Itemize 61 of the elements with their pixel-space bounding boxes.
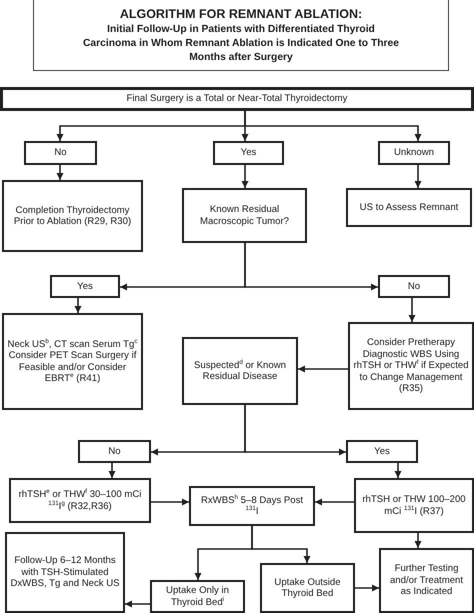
process-box xyxy=(346,440,418,463)
arrow xyxy=(414,165,422,188)
arrow xyxy=(242,165,248,188)
process-box xyxy=(182,188,307,243)
process-box xyxy=(78,440,151,463)
process-box xyxy=(260,563,355,613)
box-text: Further Testing and/or Treatment as Indicated xyxy=(388,563,464,598)
box-text: rhTSH or THW 100–200 mCi $^{131}$I (R37) xyxy=(361,494,467,517)
box-text: Consider Pretherapy Diagnostic WBS Using rhTSH or THW$^{f}$ if Expected to Change Management (R35) xyxy=(353,337,469,395)
process-box xyxy=(378,141,450,165)
box-text: Yes xyxy=(374,446,390,458)
arrow xyxy=(298,366,348,372)
box-text: No xyxy=(54,147,67,159)
box-text: Known Residual Macroscopic Tumor? xyxy=(198,204,290,227)
box-text: Neck US$^{b}$, CT scan Serum Tg$^{c}$ Consider PET Scan Surgery if Feasible and/or Consider EBRT$^{e}$ (R41) xyxy=(7,338,138,384)
box-text: No xyxy=(108,446,121,458)
process-box xyxy=(150,580,245,613)
box-text: Yes xyxy=(77,280,93,292)
process-box xyxy=(50,275,120,298)
title: ALGORITHM FOR REMNANT ABLATION: xyxy=(118,7,364,21)
box-text: Yes xyxy=(240,147,256,159)
box-text: Completion Thyroidectomy Prior to Ablation (R29, R30) xyxy=(12,204,132,228)
box-text: Follow-Up 6–12 Months with TSH-Stimulated DxWBS, Tg and Neck US xyxy=(10,555,120,590)
process-box xyxy=(378,275,450,298)
process-box xyxy=(9,478,151,523)
arrow xyxy=(408,298,416,322)
arrow xyxy=(108,463,116,478)
box-text: RxWBS$^{h}$ 5–8 Days Post $^{131}$I xyxy=(200,494,304,518)
process-box xyxy=(189,486,315,526)
box-text: Unknown xyxy=(394,147,434,159)
process-box xyxy=(213,141,284,165)
box-text: Uptake Outside Thyroid Bed xyxy=(273,576,342,600)
arrow xyxy=(244,111,422,141)
box-text: Uptake Only in Thyroid Bed$^{i}$ xyxy=(165,585,230,608)
arrow xyxy=(315,498,354,506)
process-box xyxy=(24,141,97,165)
arrow xyxy=(251,526,310,563)
arrow xyxy=(244,243,378,290)
process-box xyxy=(5,532,125,613)
process-box xyxy=(379,548,474,613)
arrow xyxy=(56,165,64,180)
process-box xyxy=(2,313,143,410)
process-box xyxy=(348,322,474,410)
arrow xyxy=(74,298,82,313)
box-text: US to Assess Remnant xyxy=(360,202,458,214)
box-text: Suspected$^{d}$ or Known Residual Disease xyxy=(192,360,287,382)
process-box xyxy=(354,478,474,533)
process-box xyxy=(2,180,143,252)
arrow xyxy=(394,463,402,478)
box-text: rhTSH$^{e}$ or THW$^{f}$ 30–100 mCi $^{131}$I$^{g}$ (R32,R36) xyxy=(18,489,142,512)
arrow xyxy=(151,498,189,506)
subtitle: Initial Follow-Up in Patients with Differentiated Thyroid Carcinoma in Whom Remnant Ablation is Indicated One to Three Months after Surgery xyxy=(82,23,400,65)
arrow xyxy=(125,600,150,608)
process-box xyxy=(0,87,474,111)
box-text: Final Surgery is a Total or Near-Total Thyroidectomy xyxy=(126,93,348,105)
process-box xyxy=(182,337,298,405)
arrow xyxy=(414,533,422,548)
process-box xyxy=(346,188,472,227)
box-text: No xyxy=(408,280,420,292)
arrow xyxy=(244,405,346,456)
arrow xyxy=(355,584,379,592)
